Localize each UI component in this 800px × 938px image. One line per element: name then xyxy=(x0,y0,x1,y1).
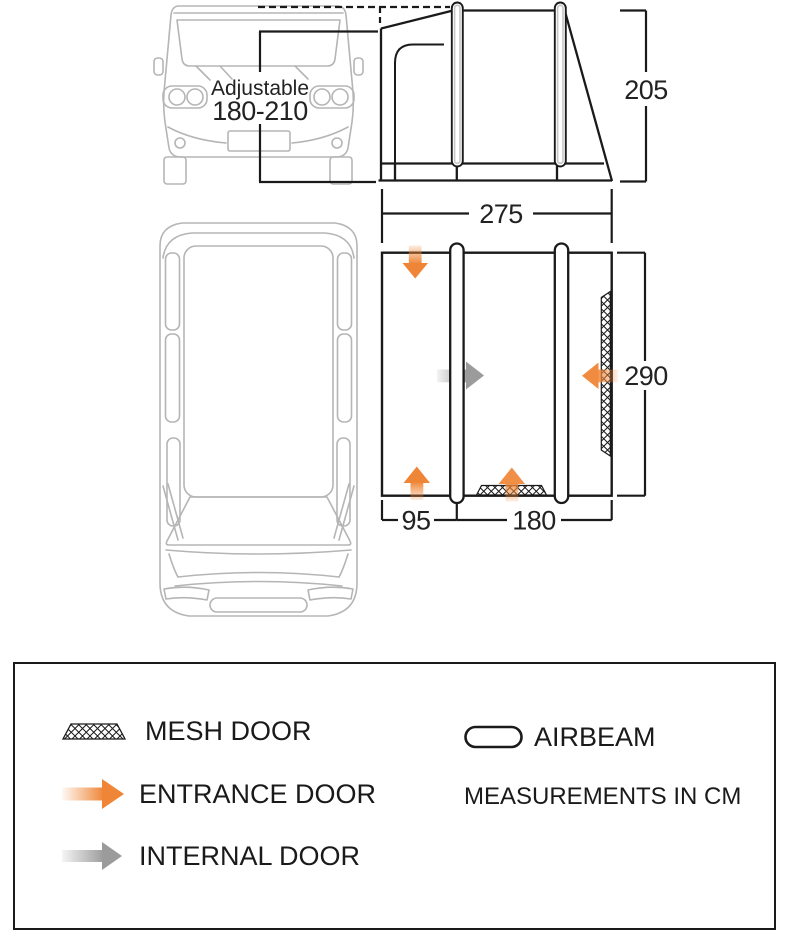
entrance-door-icon xyxy=(62,779,124,809)
mesh-door-icon xyxy=(61,722,127,740)
airbeam-label: AIRBEAM xyxy=(534,722,656,752)
van-front-view xyxy=(153,5,364,185)
width-275-dimension xyxy=(380,189,613,243)
airbeam-tube-side-1 xyxy=(450,1,464,168)
airbeam-icon xyxy=(464,725,523,749)
airbeam-tube-plan-2 xyxy=(553,242,570,505)
height-205-label: 205 xyxy=(624,75,668,105)
awning-dimension-drawing: Adjustable 180-210 205 275 xyxy=(153,1,668,617)
awning-side-view xyxy=(378,9,614,182)
bottom-dimensions xyxy=(380,500,613,522)
van-top-view xyxy=(159,222,358,617)
internal-door-label: INTERNAL DOOR xyxy=(139,840,361,871)
floorplan-outline xyxy=(380,251,613,497)
airbeam-tube-plan-1 xyxy=(449,242,465,505)
main-section-180-label: 180 xyxy=(512,506,556,536)
legend-airbeam: AIRBEAM xyxy=(464,722,656,753)
entrance-door-arrow-bottom-middle xyxy=(498,467,525,502)
internal-door-icon xyxy=(62,842,122,870)
measurements-note-label: MEASUREMENTS IN CM xyxy=(464,783,742,810)
entrance-door-arrow-bottom-left xyxy=(403,466,430,500)
entrance-door-arrow-top xyxy=(402,245,428,279)
depth-290-dimension xyxy=(617,251,647,497)
legend-entrance-door: ENTRANCE DOOR xyxy=(62,777,376,811)
height-205-dimension xyxy=(620,9,648,183)
airbeam-tube-side-2 xyxy=(553,1,567,168)
adjustable-height-dimension xyxy=(258,5,450,184)
adjustable-label: Adjustable xyxy=(211,77,309,100)
depth-290-label: 290 xyxy=(624,361,668,391)
entrance-door-label: ENTRANCE DOOR xyxy=(139,778,377,809)
legend-measurements-note: MEASUREMENTS IN CM xyxy=(464,783,741,811)
adjustable-range: 180-210 xyxy=(212,96,308,126)
mesh-door-label: MESH DOOR xyxy=(145,716,312,746)
entrance-door-arrow-right xyxy=(582,362,618,389)
width-275-label: 275 xyxy=(479,199,523,229)
legend-mesh-door: MESH DOOR xyxy=(60,716,312,747)
left-section-95-label: 95 xyxy=(401,506,430,536)
legend-box: MESH DOOR ENTRANCE DOOR xyxy=(13,662,776,930)
legend-internal-door: INTERNAL DOOR xyxy=(62,840,360,872)
